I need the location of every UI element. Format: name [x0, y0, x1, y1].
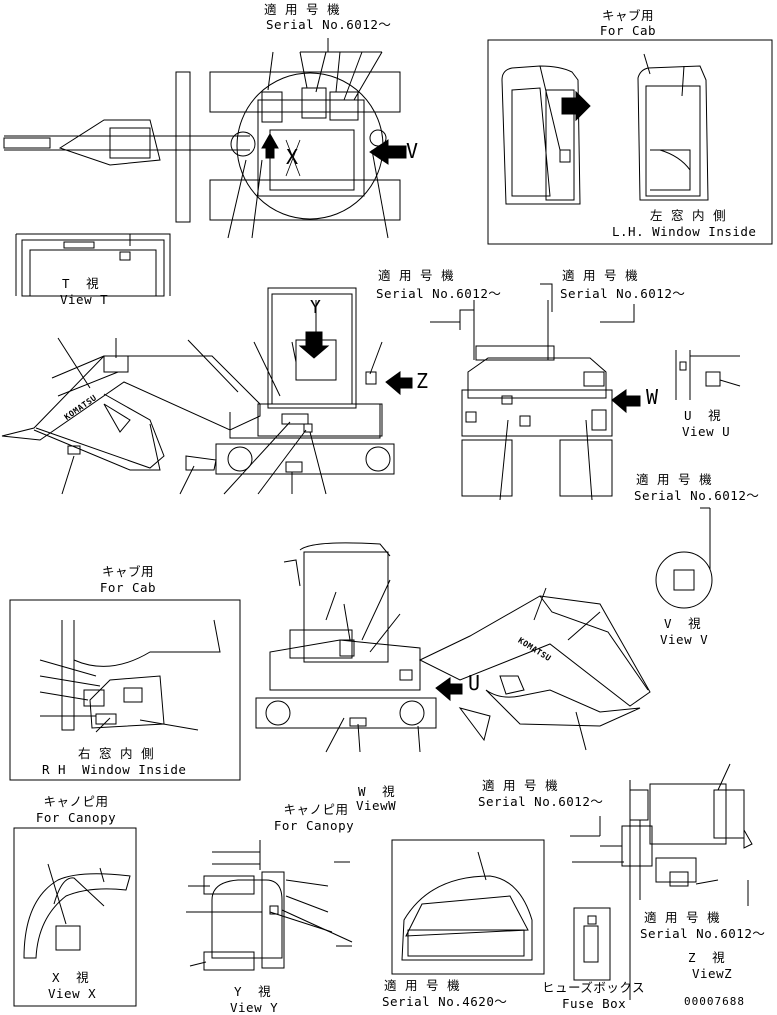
- rh-window-en: R H Window Inside: [42, 762, 187, 777]
- cab-lh-drawing: [501, 53, 709, 205]
- arrow-z: [385, 371, 413, 396]
- for-cab-label-top: For Cab: [599, 23, 657, 38]
- view-t-en: View T: [60, 292, 109, 307]
- arrow-x: [261, 132, 279, 159]
- serial-label-top: Serial No.6012～: [266, 17, 392, 32]
- applicable-label-v: 適 用 号 機: [636, 472, 713, 487]
- serial-label-w: Serial No.4620～: [382, 994, 508, 1009]
- applicable-label-z: 適 用 号 機: [482, 778, 559, 793]
- applicable-label-mid-a: 適 用 号 機: [378, 268, 455, 283]
- for-canopy-label-x: For Canopy: [35, 810, 117, 825]
- drawing-number: 00007688: [684, 995, 745, 1008]
- lh-window-en: L.H. Window Inside: [612, 224, 757, 239]
- arrow-cab: [561, 90, 591, 122]
- rh-window-drawing: [39, 619, 221, 733]
- view-w-jp: W 視: [358, 784, 396, 799]
- applicable-label-top: 適 用 号 機: [264, 2, 341, 17]
- for-canopy-frame-x: [13, 827, 137, 1007]
- view-v-jp: V 視: [664, 616, 702, 631]
- rh-window-frame: [9, 599, 241, 781]
- view-t-jp: T 視: [62, 276, 100, 291]
- fuse-box-jp: ヒューズボックス: [542, 980, 646, 995]
- letter-y-label: Y: [310, 297, 322, 318]
- letter-v-label: V: [406, 139, 419, 163]
- view-z-jp: Z 視: [688, 950, 726, 965]
- letter-z-label: Z: [416, 369, 429, 393]
- view-z-drawing: [570, 763, 753, 1000]
- applicable-label-mid-b: 適 用 号 機: [562, 268, 639, 283]
- view-x-en: View X: [48, 986, 97, 1001]
- cab-jp-label-rh: キャブ用: [101, 564, 154, 579]
- view-v-drawing: [655, 507, 713, 609]
- arrow-v: [369, 139, 407, 165]
- rh-window-jp: 右 窓 内 側: [78, 746, 155, 761]
- applicable-label-z2: 適 用 号 機: [644, 910, 721, 925]
- rear-view-excavator: [430, 283, 635, 501]
- for-cab-label-rh: For Cab: [99, 580, 157, 595]
- letter-x-label: X: [286, 145, 299, 169]
- top-view-excavator: [3, 38, 401, 239]
- canopy-jp-label-x: キャノピ用: [43, 794, 109, 809]
- serial-label-z2: Serial No.6012～: [640, 926, 766, 941]
- cab-jp-label-top: キャブ用: [601, 8, 654, 23]
- serial-label-v: Serial No.6012～: [634, 488, 760, 503]
- view-w-drawing: [401, 851, 533, 961]
- canopy-jp-label-y: キャノピ用: [283, 802, 349, 817]
- view-x-jp: X 視: [52, 970, 90, 985]
- view-y-en: View Y: [230, 1000, 279, 1015]
- arrow-u: [435, 677, 463, 702]
- for-cab-frame: [487, 39, 773, 245]
- view-t-drawing: [15, 233, 171, 297]
- serial-label-mid-a: Serial No.6012～: [376, 286, 502, 301]
- view-w-frame: [391, 839, 545, 975]
- serial-label-mid-b: Serial No.6012～: [560, 286, 686, 301]
- for-canopy-label-y: For Canopy: [273, 818, 355, 833]
- view-u-jp: U 視: [684, 408, 722, 423]
- view-z-en: ViewZ: [692, 966, 733, 981]
- applicable-label-w: 適 用 号 機: [384, 978, 461, 993]
- letter-w-label: W: [646, 385, 659, 409]
- side-view-excavator-lh: [1, 287, 395, 495]
- view-y-jp: Y 視: [234, 984, 272, 999]
- serial-label-z: Serial No.6012～: [478, 794, 604, 809]
- arrow-w: [611, 389, 641, 414]
- view-u-en: View U: [682, 424, 731, 439]
- view-w-en: ViewW: [356, 798, 397, 813]
- side-view-excavator-rh: [255, 542, 651, 753]
- view-y-drawing: [186, 840, 353, 971]
- fuse-box-en: Fuse Box: [562, 996, 627, 1011]
- arrow-y: [298, 331, 330, 359]
- view-x-drawing: [23, 863, 131, 959]
- view-v-en: View V: [660, 632, 709, 647]
- view-u-drawing: [675, 350, 741, 400]
- letter-u-label: U: [468, 671, 481, 695]
- lh-window-jp: 左 窓 内 側: [650, 208, 727, 223]
